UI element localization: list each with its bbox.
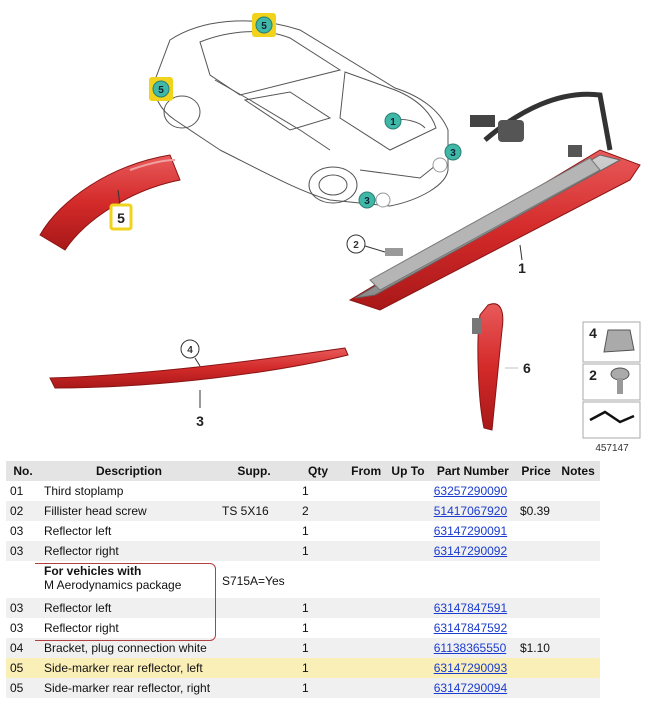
condition-note-text: M Aerodynamics package	[44, 578, 182, 592]
col-notes: Notes	[556, 461, 600, 481]
svg-text:2: 2	[589, 367, 597, 383]
badge-1: 1	[384, 112, 402, 130]
part-number-link[interactable]: 63147290091	[433, 524, 508, 538]
third-stoplamp-part	[348, 91, 641, 311]
callout-2-circle	[346, 234, 366, 254]
col-description: Description	[40, 461, 218, 481]
callout-3-label: 3	[196, 413, 204, 429]
badge-5-left: 5	[149, 77, 173, 101]
col-qty: Qty	[290, 461, 346, 481]
table-row: 03 Reflector right 1 63147847592	[6, 618, 600, 638]
part-number-link[interactable]: 61138365550	[433, 641, 507, 655]
image-number: 457147	[595, 443, 629, 454]
car-outline	[153, 20, 449, 207]
table-row: 01 Third stoplamp 1 63257290090	[6, 481, 600, 501]
condition-supp: S715A=Yes	[222, 574, 285, 588]
parts-table: No. Description Supp. Qty From Up To Par…	[6, 461, 600, 698]
col-no: No.	[6, 461, 40, 481]
svg-text:5: 5	[261, 21, 267, 32]
part-number-link[interactable]: 63147847592	[433, 621, 508, 635]
exploded-view-illustration: 5 5 1 3 3 5 1 2	[39, 13, 641, 454]
svg-text:3: 3	[364, 196, 370, 207]
part-number-link[interactable]: 63147290092	[433, 544, 508, 558]
table-row: 03 Reflector left 1 63147290091	[6, 521, 600, 541]
callout-5-label: 5	[117, 210, 125, 226]
callout-6-label: 6	[523, 360, 531, 376]
table-row-highlighted: 05 Side-marker rear reflector, left 1 63…	[6, 658, 600, 678]
badge-5-top: 5	[252, 13, 276, 37]
col-up-to: Up To	[386, 461, 430, 481]
side-reflector-gray-part	[472, 303, 504, 431]
small-parts-legend: 4 2	[582, 321, 641, 439]
callout-4-circle	[180, 339, 200, 359]
col-from: From	[346, 461, 387, 481]
part-number-link[interactable]: 51417067920	[433, 504, 508, 518]
condition-note-row: For vehicles with M Aerodynamics package…	[6, 561, 600, 598]
callout-5-box	[109, 203, 133, 231]
screw-part	[385, 248, 403, 256]
svg-text:4: 4	[589, 325, 597, 341]
part-number-link[interactable]: 63257290090	[433, 484, 508, 498]
table-row: 05 Side-marker rear reflector, right 1 6…	[6, 678, 600, 698]
table-header-row: No. Description Supp. Qty From Up To Par…	[6, 461, 600, 481]
svg-text:1: 1	[390, 117, 396, 128]
table-row: 03 Reflector right 1 63147290092	[6, 541, 600, 561]
condition-note-title: For vehicles with	[44, 564, 142, 578]
side-marker-reflector-part	[39, 154, 181, 251]
badge-3-left: 3	[358, 191, 391, 209]
table-row: 03 Reflector left 1 63147847591	[6, 598, 600, 618]
part-number-link[interactable]: 63147847591	[433, 601, 508, 615]
parts-diagram: 5 5 1 3 3 5 1 2	[39, 13, 641, 454]
svg-text:5: 5	[158, 85, 164, 96]
callout-1-label: 1	[518, 260, 526, 276]
part-number-link[interactable]: 63147290094	[433, 681, 508, 695]
reflector-part	[49, 347, 349, 389]
col-supp: Supp.	[218, 461, 290, 481]
callout-4-label: 4	[187, 345, 193, 356]
col-part-number: Part Number	[429, 461, 516, 481]
col-price: Price	[515, 461, 557, 481]
table-row: 04 Bracket, plug connection white 1 6113…	[6, 638, 600, 658]
callout-2-label: 2	[353, 240, 359, 251]
part-number-link[interactable]: 63147290093	[433, 661, 508, 675]
svg-text:3: 3	[450, 148, 456, 159]
connector-icon	[589, 410, 635, 424]
table-row: 02 Fillister head screw TS 5X16 2 514170…	[6, 501, 600, 521]
badge-3-right: 3	[432, 143, 462, 173]
